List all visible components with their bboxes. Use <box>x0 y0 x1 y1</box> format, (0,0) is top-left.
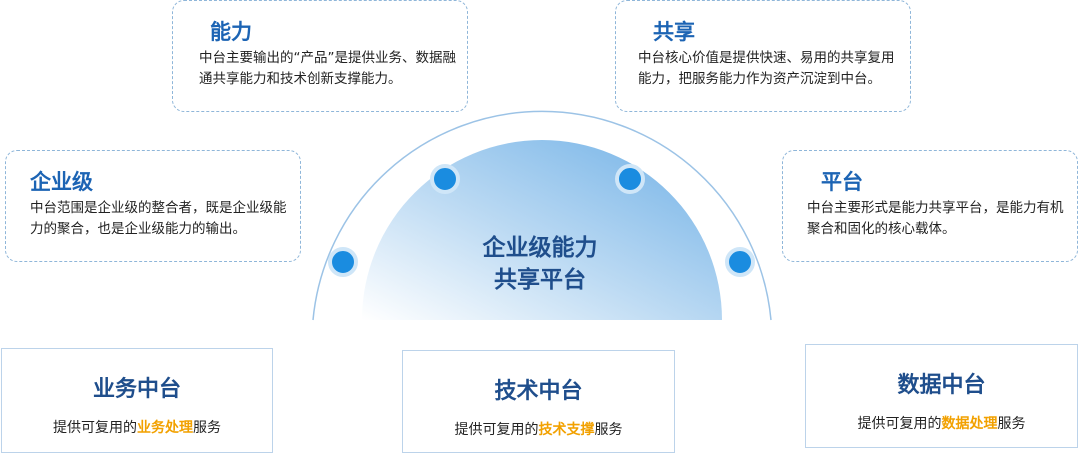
arc-node-dot <box>430 164 460 194</box>
card-desc: 中台主要输出的“产品”是提供业务、数据融通共享能力和技术创新支撑能力。 <box>199 50 456 87</box>
arc-node-dot <box>328 247 358 277</box>
card-desc: 中台核心价值是提供快速、易用的共享复用能力，把服务能力作为资产沉淀到中台。 <box>638 50 895 87</box>
center-label-line2: 共享平台 <box>494 267 586 293</box>
card-title: 共享 <box>653 20 695 44</box>
card-desc: 中台主要形式是能力共享平台，是能力有机聚合和固化的核心载体。 <box>807 200 1064 237</box>
box-title: 技术中台 <box>494 379 583 404</box>
box-subtitle: 提供可复用的数据处理服务 <box>806 413 1077 433</box>
card-title: 能力 <box>210 20 252 44</box>
box-subtitle-pre: 提供可复用的 <box>53 420 137 436</box>
box-subtitle-pre: 提供可复用的 <box>857 416 942 432</box>
box-jishu: 技术中台 提供可复用的技术支撑服务 <box>402 350 675 453</box>
box-subtitle-post: 服务 <box>193 420 221 436</box>
card-nengli: 能力 中台主要输出的“产品”是提供业务、数据融通共享能力和技术创新支撑能力。 <box>172 0 468 112</box>
box-subtitle-post: 服务 <box>997 416 1026 432</box>
card-title: 企业级 <box>30 170 93 194</box>
box-subtitle: 提供可复用的业务处理服务 <box>2 417 272 437</box>
box-subtitle: 提供可复用的技术支撑服务 <box>403 419 674 439</box>
center-label-line1: 企业级能力 <box>482 235 598 261</box>
box-title: 数据中台 <box>897 373 986 398</box>
card-pingtai: 平台 中台主要形式是能力共享平台，是能力有机聚合和固化的核心载体。 <box>782 150 1078 262</box>
box-subtitle-highlight: 业务处理 <box>137 420 193 436</box>
card-title: 平台 <box>821 170 863 194</box>
outer-arc <box>312 110 772 321</box>
box-subtitle-post: 服务 <box>594 422 623 438</box>
card-qiyeji: 企业级 中台范围是企业级的整合者，既是企业级能力的聚合，也是企业级能力的输出。 <box>5 150 301 262</box>
card-desc: 中台范围是企业级的整合者，既是企业级能力的聚合，也是企业级能力的输出。 <box>30 200 287 237</box>
box-subtitle-pre: 提供可复用的 <box>454 422 539 438</box>
arc-node-dot <box>725 247 755 277</box>
center-label: 企业级能力 共享平台 <box>440 232 640 296</box>
box-shuju: 数据中台 提供可复用的数据处理服务 <box>805 344 1078 448</box>
box-subtitle-highlight: 技术支撑 <box>538 422 595 438</box>
box-subtitle-highlight: 数据处理 <box>941 416 998 432</box>
arc-node-dot <box>615 164 645 194</box>
card-gongxiang: 共享 中台核心价值是提供快速、易用的共享复用能力，把服务能力作为资产沉淀到中台。 <box>615 0 911 112</box>
box-title: 业务中台 <box>92 377 181 402</box>
box-yewu: 业务中台 提供可复用的业务处理服务 <box>1 348 273 453</box>
